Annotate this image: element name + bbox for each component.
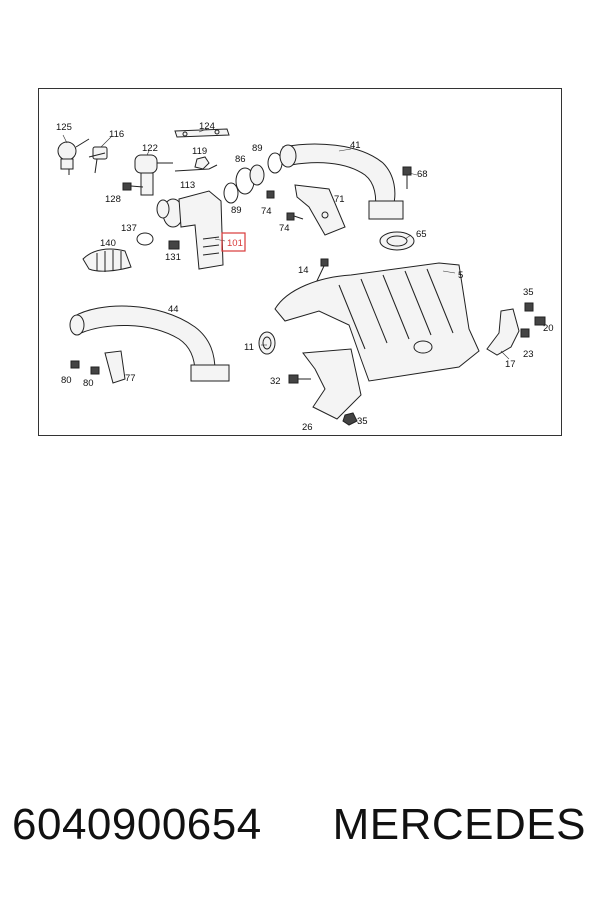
callout-41: 41 [350,140,361,151]
parts-diagram-frame: 125 116 122 124 119 89 86 41 68 113 128 … [38,88,562,436]
callout-23: 23 [523,349,534,360]
callout-14: 14 [298,265,309,276]
callout-20: 20 [543,323,554,334]
callout-35-lower: 35 [357,416,368,427]
part-122-canister [134,154,173,196]
callout-89-upper: 89 [252,143,263,154]
callout-74-lower: 74 [279,223,290,234]
callout-35-right: 35 [523,287,534,298]
part-68-screw [402,166,412,189]
callout-140: 140 [100,238,116,249]
part-5-intake-manifold [274,262,480,382]
callout-119: 119 [192,146,207,157]
part-128-bolt [122,182,144,191]
part-74-bolts [266,190,304,221]
callout-122: 122 [142,143,158,154]
callout-71: 71 [334,194,345,205]
callout-89-lower: 89 [231,205,242,216]
product-caption: 6040900654 MERCEDES [0,800,600,860]
leader-lines [62,128,510,360]
part-116-valve [88,146,108,174]
part-44-lower-pipe [69,305,230,382]
callout-80-left: 80 [61,375,72,386]
part-26-support-bracket [288,348,362,426]
callout-137: 137 [121,223,137,234]
part-number: 6040900654 [12,800,262,849]
part-124-strip [174,128,230,138]
part-65-gasket [379,231,415,251]
callout-113: 113 [180,180,195,191]
callout-101: 101 [227,238,243,249]
part-101-throttle-housing [156,190,224,270]
callout-32: 32 [270,376,281,387]
part-119-nut [174,156,218,172]
part-71-bracket [294,184,346,236]
callout-77: 77 [125,373,136,384]
callout-131: 131 [165,252,181,263]
callout-labels: 125 116 122 124 119 89 86 41 68 113 128 … [56,121,554,433]
highlight-box-101 [221,232,246,252]
part-17-bracket-group [486,302,546,356]
callout-11: 11 [244,342,254,353]
part-89-seal-rings [223,152,283,204]
callout-80-right: 80 [83,378,94,389]
part-137-clamp [136,232,180,250]
callout-5: 5 [458,270,463,281]
callout-26: 26 [302,422,313,433]
callout-68: 68 [417,169,428,180]
callout-17: 17 [505,359,516,370]
callout-125: 125 [56,122,72,133]
part-80-77-bracket [70,350,126,384]
exploded-parts-diagram: 125 116 122 124 119 89 86 41 68 113 128 … [56,121,554,433]
callout-65: 65 [416,229,427,240]
part-41-intake-pipe [279,143,404,220]
callout-44: 44 [168,304,179,315]
part-140-hose [82,248,132,272]
part-125-actuator [57,138,90,175]
brand-name: MERCEDES [332,800,586,849]
callout-86: 86 [235,154,246,165]
callout-74-upper: 74 [261,206,272,217]
part-11-o-ring [258,331,276,355]
callout-116: 116 [109,129,124,140]
callout-128: 128 [105,194,121,205]
callout-124: 124 [199,121,215,132]
